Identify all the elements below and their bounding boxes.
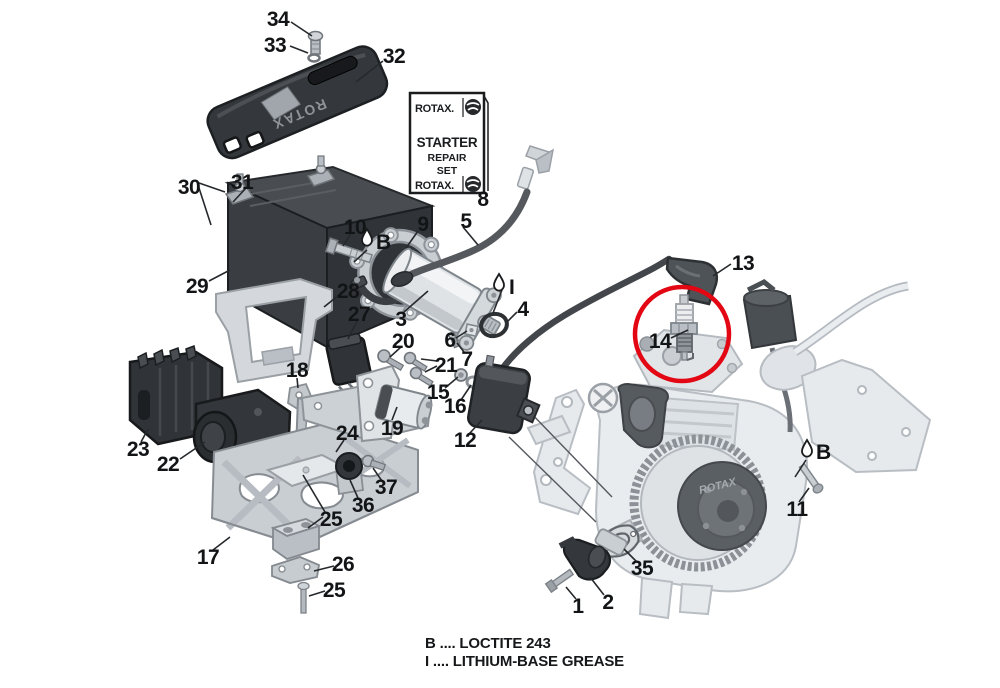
callout-4: 4 [517, 298, 529, 321]
card-title: STARTER [417, 135, 478, 150]
callout-22: 22 [157, 453, 179, 476]
callout-25b: 25 [323, 579, 346, 602]
callout-36: 36 [352, 494, 374, 517]
loctite-droplet-icon [361, 227, 373, 247]
callout-24: 24 [336, 422, 359, 445]
ground-strap [350, 275, 401, 305]
engine-bolt-11 [798, 462, 824, 494]
loctite-droplet-icon [801, 438, 813, 458]
battery-strap [215, 277, 333, 384]
callout-30: 30 [178, 176, 200, 199]
callout-9: 9 [417, 213, 428, 236]
mounting-plate-25 [265, 453, 350, 488]
callout-3: 3 [395, 308, 406, 331]
spark-plug-wire [496, 255, 673, 376]
callout-2: 2 [602, 591, 613, 614]
starter-repair-set-card: ROTAX. STARTER REPAIR SET ROTAX. [408, 91, 489, 195]
callout-i: I [509, 276, 514, 299]
callout-11: 11 [786, 498, 808, 521]
battery [224, 155, 436, 349]
ignition-coil [467, 354, 541, 435]
callout-28: 28 [337, 280, 360, 303]
callout-12: 12 [454, 429, 476, 452]
starter-bolt-10 [324, 237, 374, 264]
callout-18: 18 [286, 359, 309, 382]
card-subtitle-2: SET [437, 165, 458, 177]
contact-plate-6 [464, 323, 479, 338]
callout-35: 35 [631, 557, 654, 580]
callout-b-right: B [816, 441, 831, 464]
card-brand-bottom: ROTAX. [415, 180, 454, 192]
brp-logo-icon [462, 176, 481, 192]
starter-motor [382, 247, 502, 351]
callout-17: 17 [197, 546, 219, 569]
callout-20: 20 [392, 330, 414, 353]
callout-8: 8 [477, 188, 489, 211]
starter-solenoid [355, 364, 433, 443]
callout-b-left: B [376, 231, 391, 254]
tray-bolt-25 [297, 581, 310, 614]
cover-washer-33 [307, 53, 321, 63]
callout-15: 15 [427, 381, 450, 404]
callout-21: 21 [435, 354, 458, 377]
spacer-block-25 [270, 518, 322, 560]
callout-29: 29 [186, 275, 208, 298]
legend-grease: I .... LITHIUM-BASE GREASE [425, 653, 624, 670]
screw-7 [448, 331, 460, 349]
callout-34: 34 [267, 8, 290, 31]
clamp-bracket-26 [271, 556, 321, 584]
callout-32: 32 [383, 45, 405, 68]
callout-33: 33 [264, 34, 286, 57]
battery-cable [390, 145, 555, 287]
cover-bolt-34 [307, 30, 324, 55]
callout-13: 13 [732, 252, 754, 275]
callout-5: 5 [460, 210, 472, 233]
callout-31: 31 [231, 171, 254, 194]
crank-sensor-2 [558, 528, 628, 581]
strap-pad [261, 346, 295, 366]
callout-27: 27 [348, 303, 370, 326]
mount-bolt-37 [361, 454, 386, 471]
battery-cover: ROTAX [206, 45, 389, 160]
callout-10: 10 [344, 216, 366, 239]
callout-6: 6 [444, 329, 455, 352]
o-ring-4 [479, 311, 509, 339]
callout-16: 16 [444, 395, 466, 418]
spark-plug [670, 294, 698, 361]
bolt-20 [377, 349, 405, 371]
callout-26: 26 [332, 553, 354, 576]
highlight-circle [632, 284, 732, 384]
callout-25a: 25 [320, 508, 343, 531]
coil-alignment-lines [508, 408, 613, 523]
callout-23: 23 [127, 438, 149, 461]
callout-37: 37 [375, 476, 397, 499]
callout-1: 1 [572, 595, 584, 618]
callout-14: 14 [649, 330, 672, 353]
grease-droplet-icon [493, 272, 505, 292]
leader-lines [140, 21, 810, 600]
card-subtitle-1: REPAIR [428, 152, 467, 164]
bolts-21 [403, 351, 434, 387]
sensor-bolt-1 [544, 568, 575, 594]
callout-7: 7 [461, 348, 472, 371]
callout-19: 19 [381, 417, 403, 440]
rubber-mount-36 [335, 452, 364, 496]
card-brand-top: ROTAX. [415, 103, 454, 115]
brp-logo-icon [462, 98, 481, 117]
legend-loctite: B .... LOCTITE 243 [425, 635, 551, 652]
